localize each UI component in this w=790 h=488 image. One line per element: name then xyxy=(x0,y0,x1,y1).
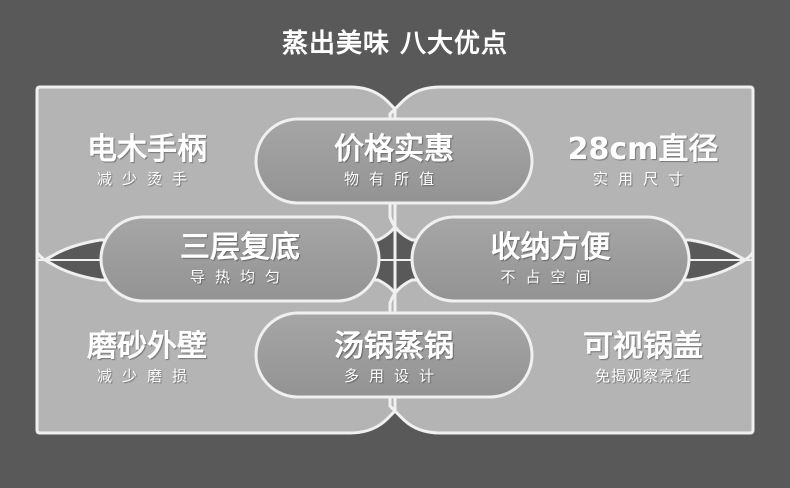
feature-affordable: 价格实惠 物有所值 xyxy=(256,132,532,189)
feature-subtitle: 导热均匀 xyxy=(189,268,290,286)
feature-subtitle: 不占空间 xyxy=(500,268,601,286)
feature-triple-layer-base: 三层复底 导热均匀 xyxy=(101,230,379,287)
feature-title: 汤锅蒸锅 xyxy=(334,329,454,364)
feature-title: 三层复底 xyxy=(180,230,300,265)
feature-title: 电木手柄 xyxy=(87,132,207,167)
feature-bakelite-handle: 电木手柄 减少烫手 xyxy=(37,132,257,189)
feature-title: 收纳方便 xyxy=(490,230,611,265)
feature-subtitle: 免揭观察烹饪 xyxy=(594,367,691,385)
pill-mid-right xyxy=(410,215,691,303)
feature-subtitle: 多用设计 xyxy=(343,367,444,385)
feature-visible-lid: 可视锅盖 免揭观察烹饪 xyxy=(532,329,754,386)
pill-mid-left xyxy=(99,215,381,303)
feature-subtitle: 物有所值 xyxy=(343,170,444,188)
feature-title: 价格实惠 xyxy=(334,132,454,167)
pill-top-center xyxy=(254,117,534,205)
page-title: 蒸出美味 八大优点 xyxy=(281,29,509,59)
feature-frosted-exterior: 磨砂外壁 减少磨损 xyxy=(37,329,257,386)
feature-easy-storage: 收纳方便 不占空间 xyxy=(412,230,689,287)
pill-bottom-center xyxy=(254,311,534,399)
feature-multi-use-pot: 汤锅蒸锅 多用设计 xyxy=(256,329,532,386)
feature-subtitle: 实用尺寸 xyxy=(592,170,693,188)
feature-28cm-diameter: 28cm直径 实用尺寸 xyxy=(532,132,754,189)
feature-title: 28cm直径 xyxy=(567,132,719,167)
feature-title: 可视锅盖 xyxy=(583,329,703,364)
feature-subtitle: 减少磨损 xyxy=(96,367,197,385)
feature-title: 磨砂外壁 xyxy=(87,329,207,364)
feature-subtitle: 减少烫手 xyxy=(96,170,197,188)
